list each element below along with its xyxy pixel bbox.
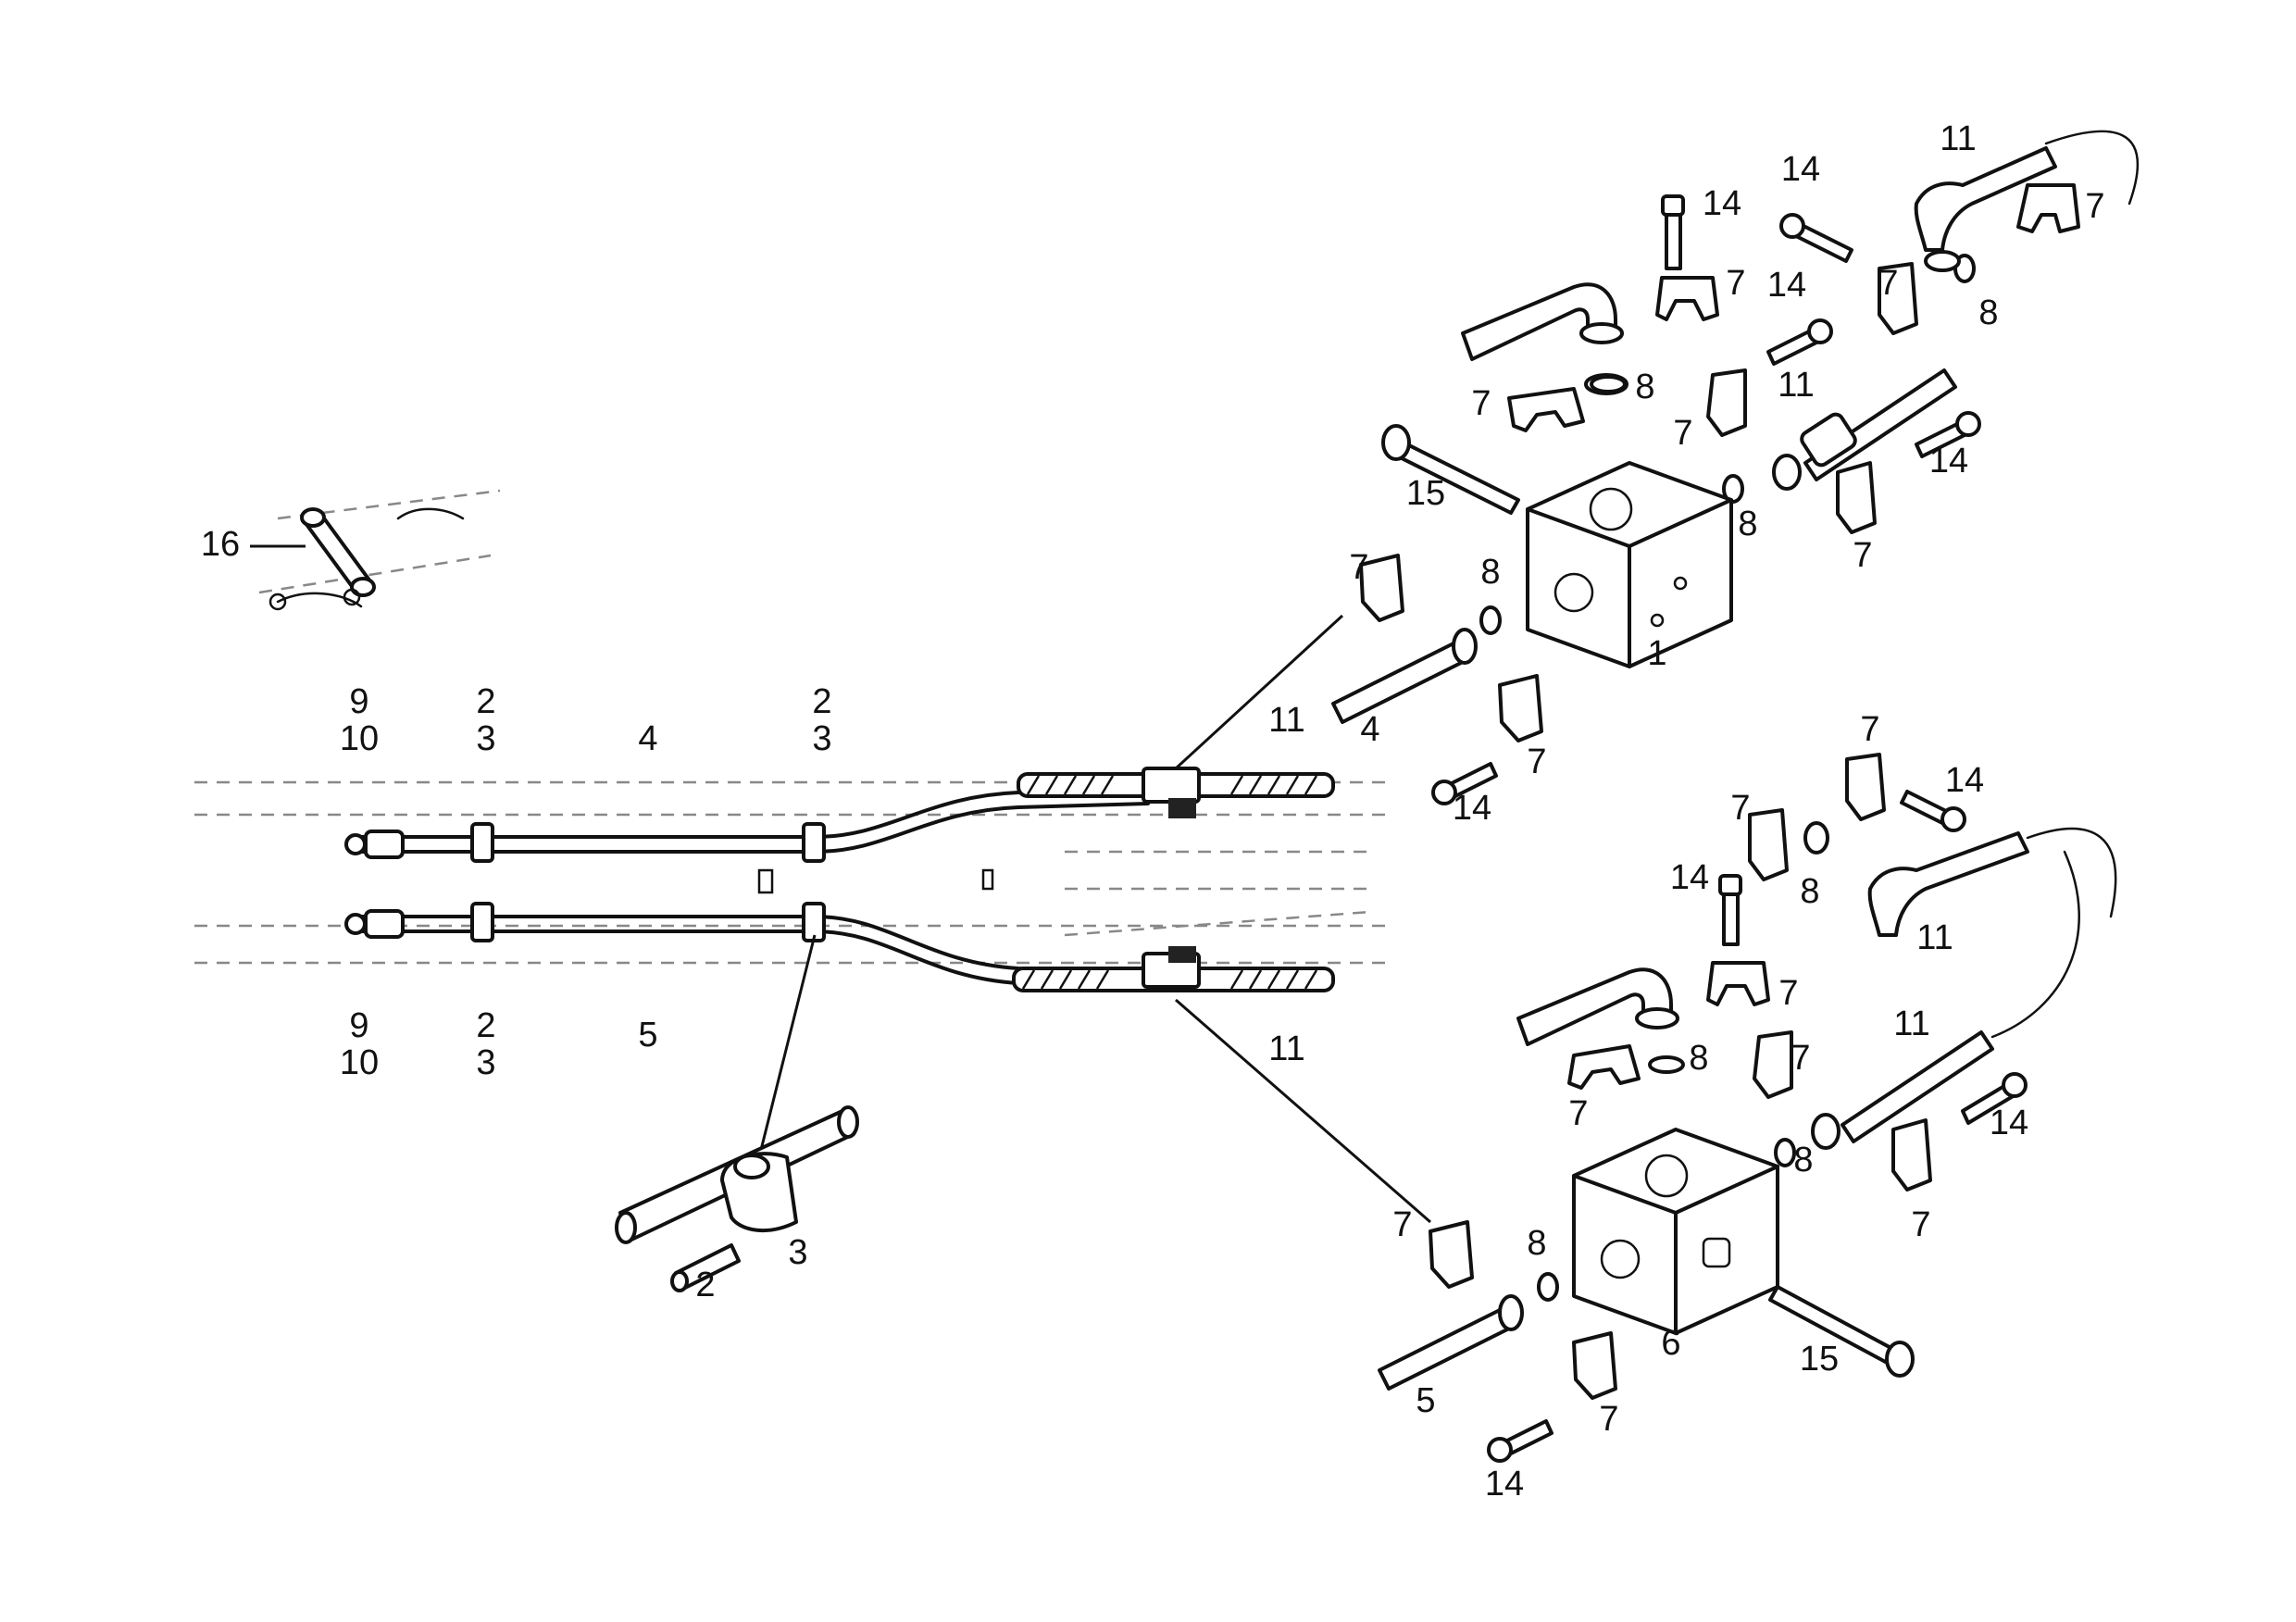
callout-c9a: 9: [349, 682, 368, 721]
callout-c11e: 11: [1916, 918, 1953, 957]
callout-c14d: 14: [1485, 1465, 1524, 1503]
callout-c7h: 7: [1527, 742, 1546, 781]
callout-c8e: 8: [1800, 872, 1819, 911]
callout-c8h: 8: [1527, 1224, 1546, 1263]
callout-c7j: 7: [1730, 789, 1750, 828]
callout-c7i: 7: [1860, 710, 1879, 749]
callout-c7m: 7: [1791, 1039, 1810, 1078]
callout-c7n: 7: [1911, 1205, 1930, 1244]
callout-c7l: 7: [1568, 1094, 1588, 1133]
callout-c7g: 7: [1349, 548, 1368, 587]
callout-c14h: 14: [1670, 858, 1709, 897]
callout-c2d: 2: [695, 1266, 715, 1304]
callout-c15b: 15: [1800, 1340, 1839, 1379]
callout-c15a: 15: [1406, 474, 1445, 513]
callout-c16: 16: [201, 525, 240, 564]
callout-c8b: 8: [1635, 368, 1654, 406]
callout-c3b: 3: [812, 719, 831, 758]
callout-c14i: 14: [1990, 1104, 2028, 1142]
callout-c8d: 8: [1480, 553, 1500, 592]
callout-c11a: 11: [1268, 701, 1304, 740]
callout-c3d: 3: [788, 1233, 807, 1272]
callout-c7f: 7: [1853, 536, 1872, 575]
clamp-detail: [615, 1105, 859, 1292]
callout-c7k: 7: [1778, 974, 1798, 1013]
callout-c2b: 2: [812, 682, 831, 721]
callout-c7c: 7: [1878, 264, 1898, 303]
callout-c7a: 7: [2085, 187, 2104, 226]
callout-c6: 6: [1661, 1324, 1680, 1363]
callout-c14c: 14: [1767, 266, 1806, 305]
callout-c11c: 11: [1940, 119, 1976, 158]
callout-c8g: 8: [1793, 1141, 1813, 1179]
callout-c7p: 7: [1599, 1400, 1618, 1439]
callout-c7d: 7: [1471, 384, 1491, 423]
callout-c4a: 4: [638, 719, 657, 758]
callout-c11d: 11: [1778, 366, 1814, 405]
callout-c7b: 7: [1726, 264, 1745, 303]
callout-c5a: 5: [638, 1016, 657, 1054]
callout-c14e: 14: [1929, 442, 1968, 480]
pipe-4-assembly: [344, 767, 1335, 863]
callout-c2a: 2: [476, 682, 495, 721]
valve-block-6-group: [1378, 753, 2117, 1463]
chassis-outline: [194, 780, 1389, 965]
valve-block-1-group: [1331, 130, 2140, 805]
pipe-5-assembly: [344, 902, 1335, 992]
callout-c10b: 10: [340, 1043, 379, 1082]
callout-c11f: 11: [1893, 1004, 1929, 1043]
callout-c5b: 5: [1416, 1381, 1435, 1420]
callout-c10a: 10: [340, 719, 379, 758]
callout-c11b: 11: [1268, 1029, 1304, 1068]
callout-c7o: 7: [1392, 1205, 1412, 1244]
callout-c14b: 14: [1781, 150, 1820, 189]
callout-c8c: 8: [1738, 505, 1757, 543]
callout-c1: 1: [1647, 634, 1666, 673]
callout-c8a: 8: [1978, 293, 1998, 332]
callout-c8f: 8: [1689, 1039, 1708, 1078]
callout-c2c: 2: [476, 1006, 495, 1045]
callout-c9b: 9: [349, 1006, 368, 1045]
callout-c7e: 7: [1673, 414, 1692, 453]
part-16-pin: [258, 489, 501, 611]
callout-c3c: 3: [476, 1043, 495, 1082]
callout-c3a: 3: [476, 719, 495, 758]
callout-c14f: 14: [1453, 789, 1491, 828]
callout-c14g: 14: [1945, 761, 1984, 800]
callout-c4b: 4: [1360, 710, 1379, 749]
callout-c14a: 14: [1703, 184, 1741, 223]
